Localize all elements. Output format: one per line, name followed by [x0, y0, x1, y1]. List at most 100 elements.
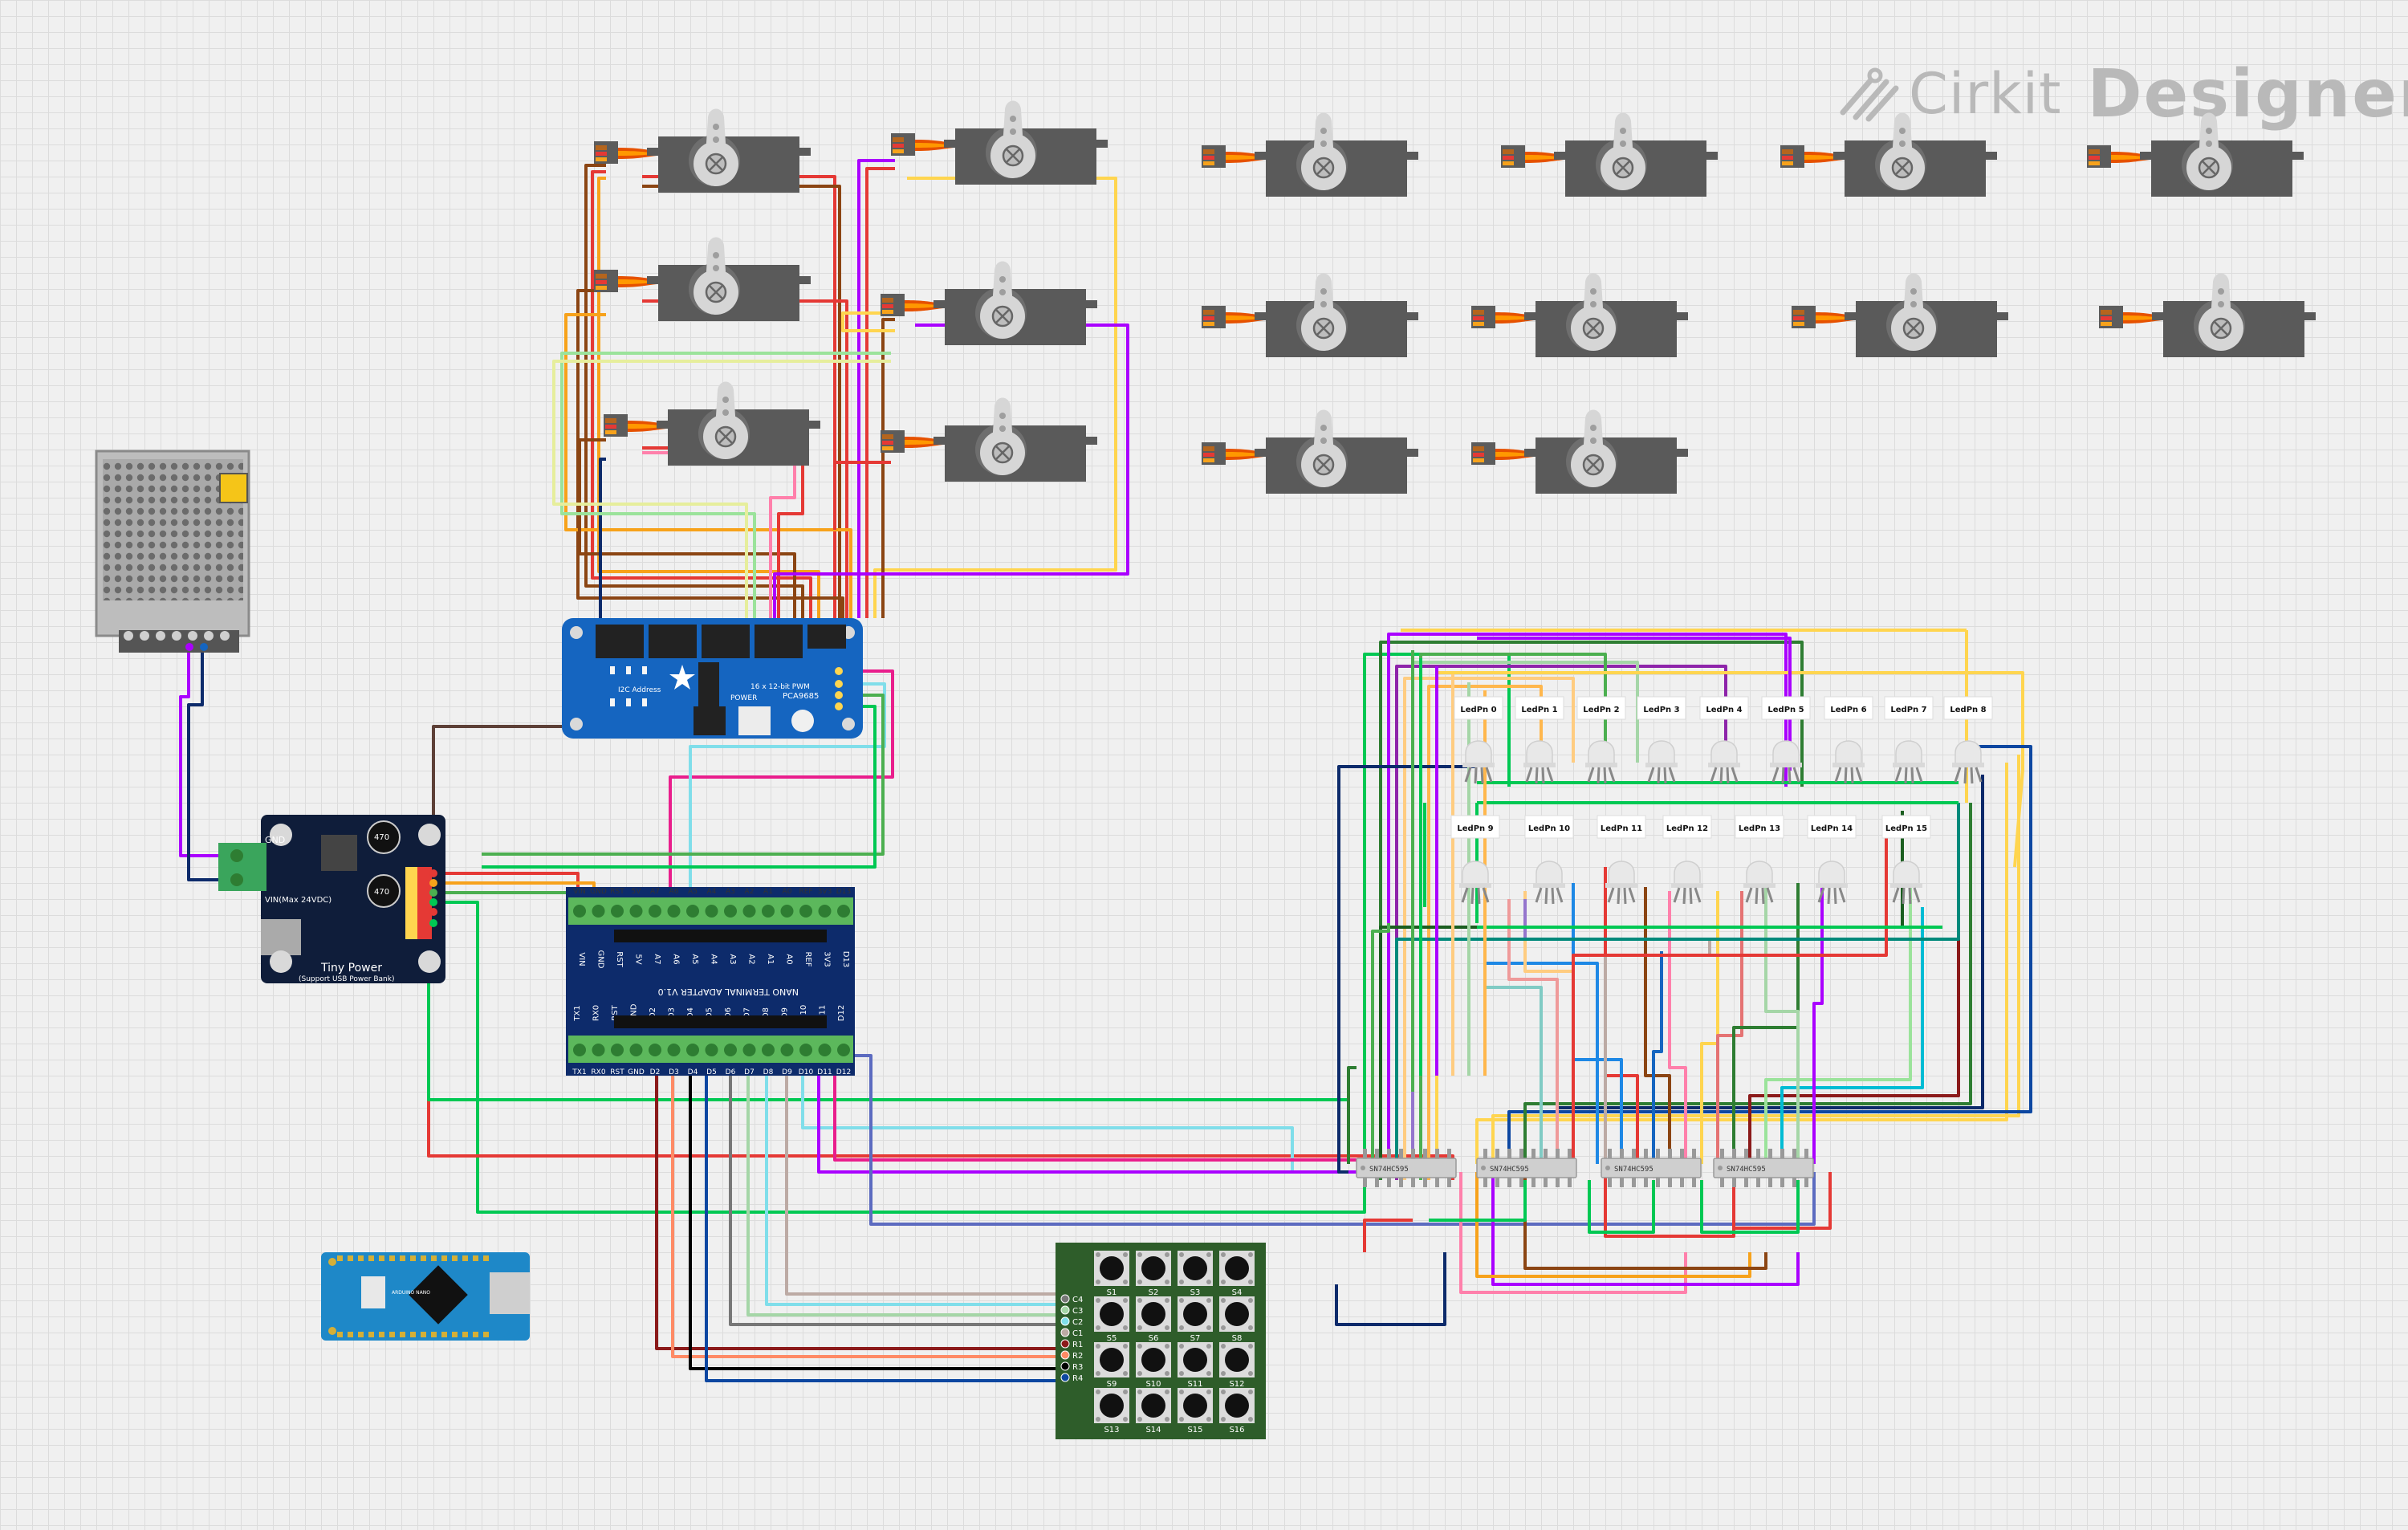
keypad-pin	[1060, 1316, 1070, 1326]
chip-pin	[1544, 1149, 1548, 1158]
header-pin	[452, 1255, 458, 1261]
terminal-pin-caption: A1	[763, 888, 773, 896]
chip-pin	[1387, 1149, 1391, 1158]
header-pin	[452, 1332, 458, 1337]
terminal-pin-label: RST	[615, 951, 624, 967]
wire	[865, 167, 895, 618]
keypad-pin-label: C3	[1072, 1307, 1083, 1316]
wire	[746, 1060, 1064, 1316]
wire	[1477, 637, 1792, 771]
servo-motor	[1499, 112, 1719, 198]
keypad-pin-label: R1	[1072, 1341, 1083, 1349]
keypad-key-label: S9	[1107, 1380, 1117, 1389]
wire	[432, 725, 562, 851]
keypad-button[interactable]	[1094, 1388, 1129, 1423]
keypad-button[interactable]	[1219, 1388, 1255, 1423]
keypad-button[interactable]	[1178, 1342, 1213, 1377]
keypad-button[interactable]	[1136, 1251, 1171, 1286]
header-pin	[400, 1332, 405, 1337]
terminal-pin-label: A5	[690, 954, 699, 964]
terminal-pin-label: D3	[668, 1007, 677, 1019]
keypad-button[interactable]	[1094, 1342, 1129, 1377]
keypad-pin-label: C2	[1072, 1318, 1083, 1327]
keypad-button[interactable]	[1094, 1251, 1129, 1286]
wire	[1716, 891, 1743, 1164]
screw-terminal	[780, 1044, 794, 1056]
keypad-key-label: S11	[1187, 1380, 1202, 1389]
terminal-pin-label: A0	[785, 954, 794, 964]
terminal-pin-caption: D6	[726, 1068, 736, 1076]
wire	[1429, 1180, 1527, 1222]
wire	[1644, 887, 1671, 1164]
terminal-pin-caption: D2	[650, 1068, 661, 1076]
keypad-button[interactable]	[1094, 1296, 1129, 1332]
wire	[1732, 1172, 1832, 1230]
chip-pin	[1804, 1149, 1808, 1158]
wire	[1419, 653, 1607, 1180]
header-pin	[473, 1255, 478, 1261]
wire	[671, 1060, 1064, 1358]
header-pin	[483, 1255, 489, 1261]
keypad-button[interactable]	[1136, 1388, 1171, 1423]
keypad-button[interactable]	[1136, 1296, 1171, 1332]
header-pin	[462, 1255, 468, 1261]
screw-terminal	[629, 1044, 643, 1056]
servo-motor	[889, 100, 1109, 186]
terminal-pin-caption: TX1	[571, 1068, 586, 1076]
led-label: LedPn 9	[1457, 824, 1493, 833]
chip-pin	[1620, 1178, 1624, 1187]
terminal-pin-caption: D7	[744, 1068, 755, 1076]
servo-motor	[2085, 112, 2305, 198]
keypad-button[interactable]	[1178, 1251, 1213, 1286]
chip-pin	[1720, 1178, 1724, 1187]
terminal-pin-label: A3	[728, 954, 737, 964]
rgb-led	[1814, 860, 1849, 905]
keypad-button[interactable]	[1219, 1251, 1255, 1286]
tiny-power-cap-1: 470	[374, 833, 389, 842]
terminal-pin-caption: GND	[628, 1068, 645, 1076]
keypad-button[interactable]	[1136, 1342, 1171, 1377]
nano-terminal-adapter: VINVINGNDGNDRSTRST5V5VA7A7A6A6A5A5A4A4A3…	[566, 887, 855, 1076]
wire	[1379, 641, 1804, 1180]
wire	[833, 1060, 1397, 1162]
wire	[433, 901, 1366, 1214]
header-pin	[400, 1255, 405, 1261]
screw-terminal	[611, 905, 624, 918]
arduino-nano: ARDUINO NANO	[321, 1252, 530, 1341]
terminal-pin-caption: D8	[763, 1068, 774, 1076]
led-label-box	[1884, 696, 1934, 720]
keypad-button[interactable]	[1178, 1388, 1213, 1423]
terminal-pin-label: RST	[611, 1004, 620, 1020]
terminal-pin-label: D13	[841, 951, 850, 967]
chip-pin	[1411, 1149, 1415, 1158]
chip-pin	[1387, 1178, 1391, 1187]
led-label: LedPn 10	[1528, 824, 1570, 833]
keypad-button[interactable]	[1219, 1342, 1255, 1377]
keypad-button[interactable]	[1219, 1296, 1255, 1332]
wire	[1491, 1172, 1800, 1286]
header-pin	[358, 1255, 364, 1261]
keypad-key-label: S10	[1145, 1380, 1161, 1389]
terminal-pin-caption: 3V3	[818, 888, 832, 896]
chip-pin	[1519, 1178, 1523, 1187]
led-label-box	[1662, 815, 1712, 839]
chip-pin	[1692, 1178, 1696, 1187]
led-label: LedPn 2	[1583, 706, 1619, 714]
terminal-pin-caption: RST	[610, 888, 624, 896]
keypad-button[interactable]	[1178, 1296, 1213, 1332]
screw-terminal	[592, 905, 605, 918]
terminal-pin-caption: D3	[669, 1068, 679, 1076]
tiny-power-module: GND VIN(Max 24VDC) 470 470 Tiny Power (S…	[218, 815, 445, 983]
power-supply	[95, 450, 250, 653]
chip-pin	[1363, 1178, 1367, 1187]
keypad-key-label: S5	[1107, 1334, 1117, 1343]
terminal-pin-label: A2	[747, 954, 756, 964]
wire	[765, 1060, 1064, 1306]
header-pin	[379, 1255, 384, 1261]
chip-pin	[1680, 1149, 1684, 1158]
wire	[1588, 1180, 1655, 1234]
chip-pin	[1507, 1149, 1511, 1158]
terminal-pin-label: A1	[766, 954, 775, 964]
servo-motor	[1790, 272, 2010, 359]
